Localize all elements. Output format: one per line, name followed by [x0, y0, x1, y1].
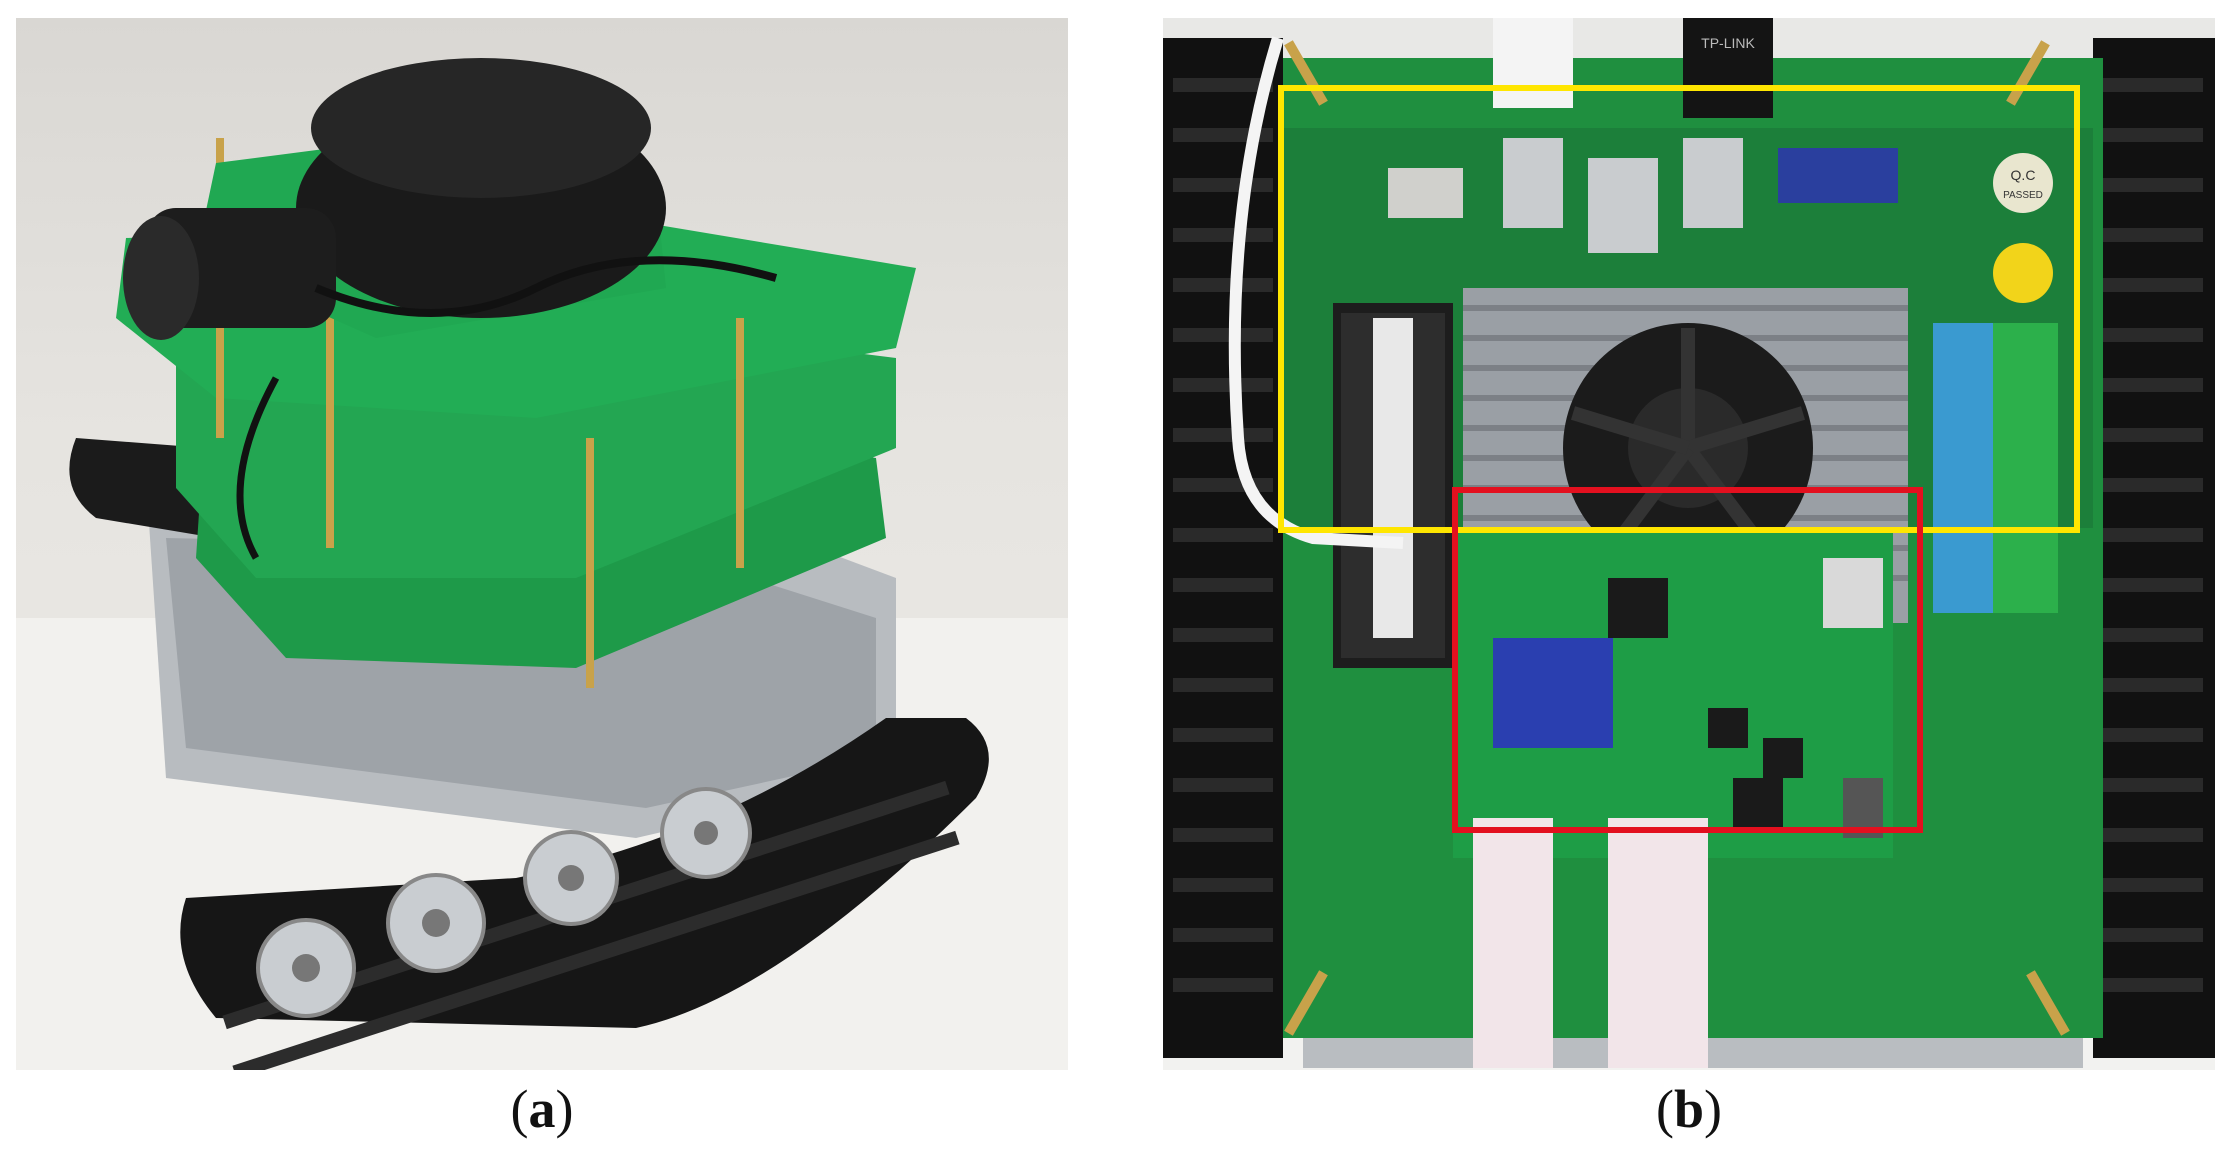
vga-port — [1778, 148, 1898, 203]
dongle-brand-text: TP-LINK — [1701, 35, 1755, 51]
microcontroller — [1608, 578, 1668, 638]
left-track — [1163, 38, 1283, 1058]
robot-photo — [16, 58, 1068, 1070]
right-track — [2093, 38, 2215, 1058]
usb-cable-connector — [1493, 18, 1573, 108]
wifi-dongle — [1683, 18, 1773, 118]
control-board-highlight-box — [1452, 487, 1923, 833]
photo-panel-b: TP-LINK Q.C PASSED — [1163, 18, 2215, 1070]
svg-text:Q.C: Q.C — [2011, 167, 2036, 183]
photo-panel-a — [16, 18, 1068, 1070]
qc-sticker — [1993, 153, 2053, 213]
svg-text:PASSED: PASSED — [2003, 190, 2043, 201]
coin-battery — [1993, 243, 2053, 303]
ribbon-cable-1 — [1473, 818, 1553, 1068]
ribbon-cable-2 — [1608, 818, 1708, 1068]
imu-module — [1493, 638, 1613, 748]
main-board-highlight-box — [1278, 85, 2080, 533]
usb-cable — [1228, 36, 1404, 549]
wheels — [256, 787, 752, 1018]
boards-photo: TP-LINK Q.C PASSED — [1163, 18, 2215, 1068]
caption-a: (a) — [510, 1079, 574, 1139]
caption-b: (b) — [1655, 1079, 1722, 1139]
